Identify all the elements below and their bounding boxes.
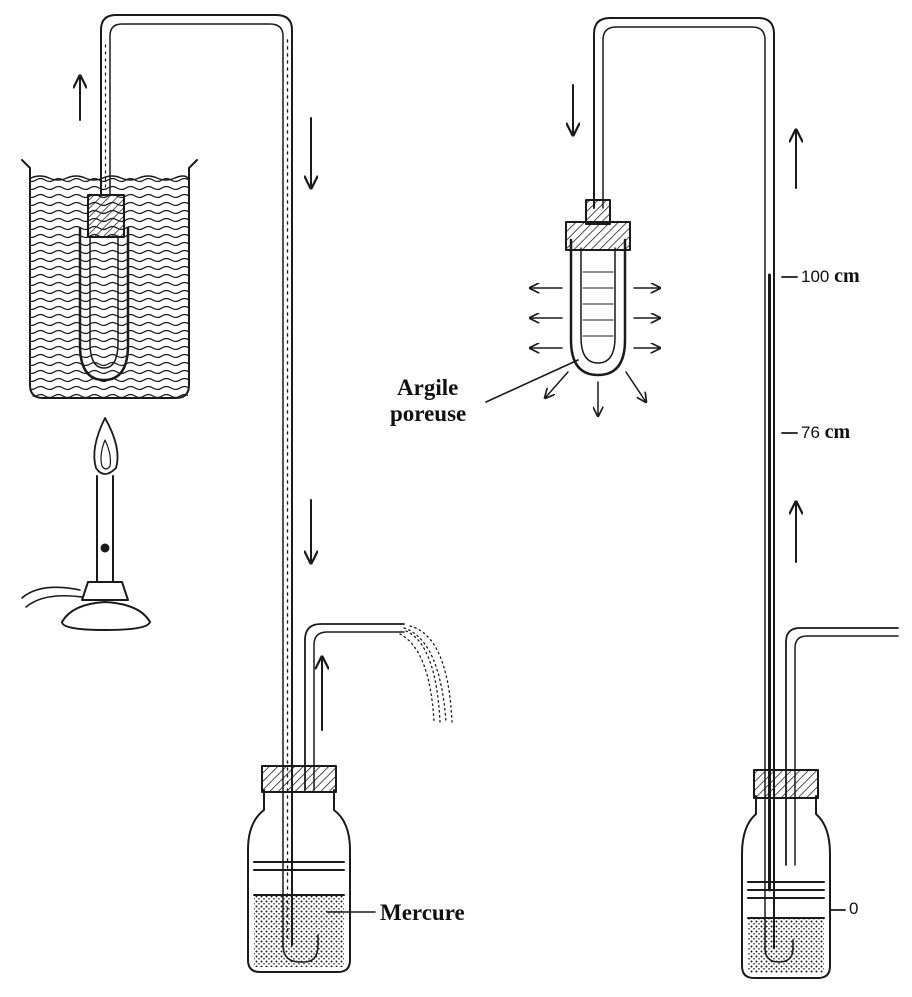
porous-clay-vessel [565, 199, 631, 377]
scale-mark-76: 76 cm [801, 422, 850, 442]
mercury-fill-right [748, 918, 824, 973]
heated-porous-vessel [78, 194, 130, 382]
mercury-fill-left [254, 895, 344, 967]
gas-hose [21, 586, 83, 608]
argile-leader [485, 359, 579, 403]
stopper-left-bottle [261, 765, 337, 793]
mercury-jet [399, 625, 453, 723]
vessel-lines [582, 271, 614, 337]
scale-mark-100: 100 cm [801, 266, 860, 286]
right-mercury-bottle [741, 627, 899, 979]
left-mercury-bottle [247, 623, 453, 973]
scale-mark-0: 0 [849, 899, 859, 918]
left-apparatus [21, 14, 453, 973]
stopper-clay-inner [585, 199, 611, 225]
right-long-tube [593, 17, 775, 949]
label-mercure: Mercure [380, 900, 465, 925]
bunsen-burner [21, 417, 151, 631]
scale-100-unit: cm [834, 265, 860, 287]
diffusion-arrows [530, 288, 660, 416]
scale-100-number: 100 [801, 267, 830, 286]
flame [93, 417, 119, 475]
stopper-clay-outer [565, 221, 631, 251]
scale-76-unit: cm [824, 421, 851, 443]
air-hole [100, 543, 110, 553]
right-apparatus [485, 17, 899, 979]
stopper-left-beaker [87, 194, 125, 238]
scale-76-number: 76 [801, 423, 820, 442]
label-argile: Argile [397, 375, 459, 400]
label-poreuse: poreuse [390, 401, 467, 426]
